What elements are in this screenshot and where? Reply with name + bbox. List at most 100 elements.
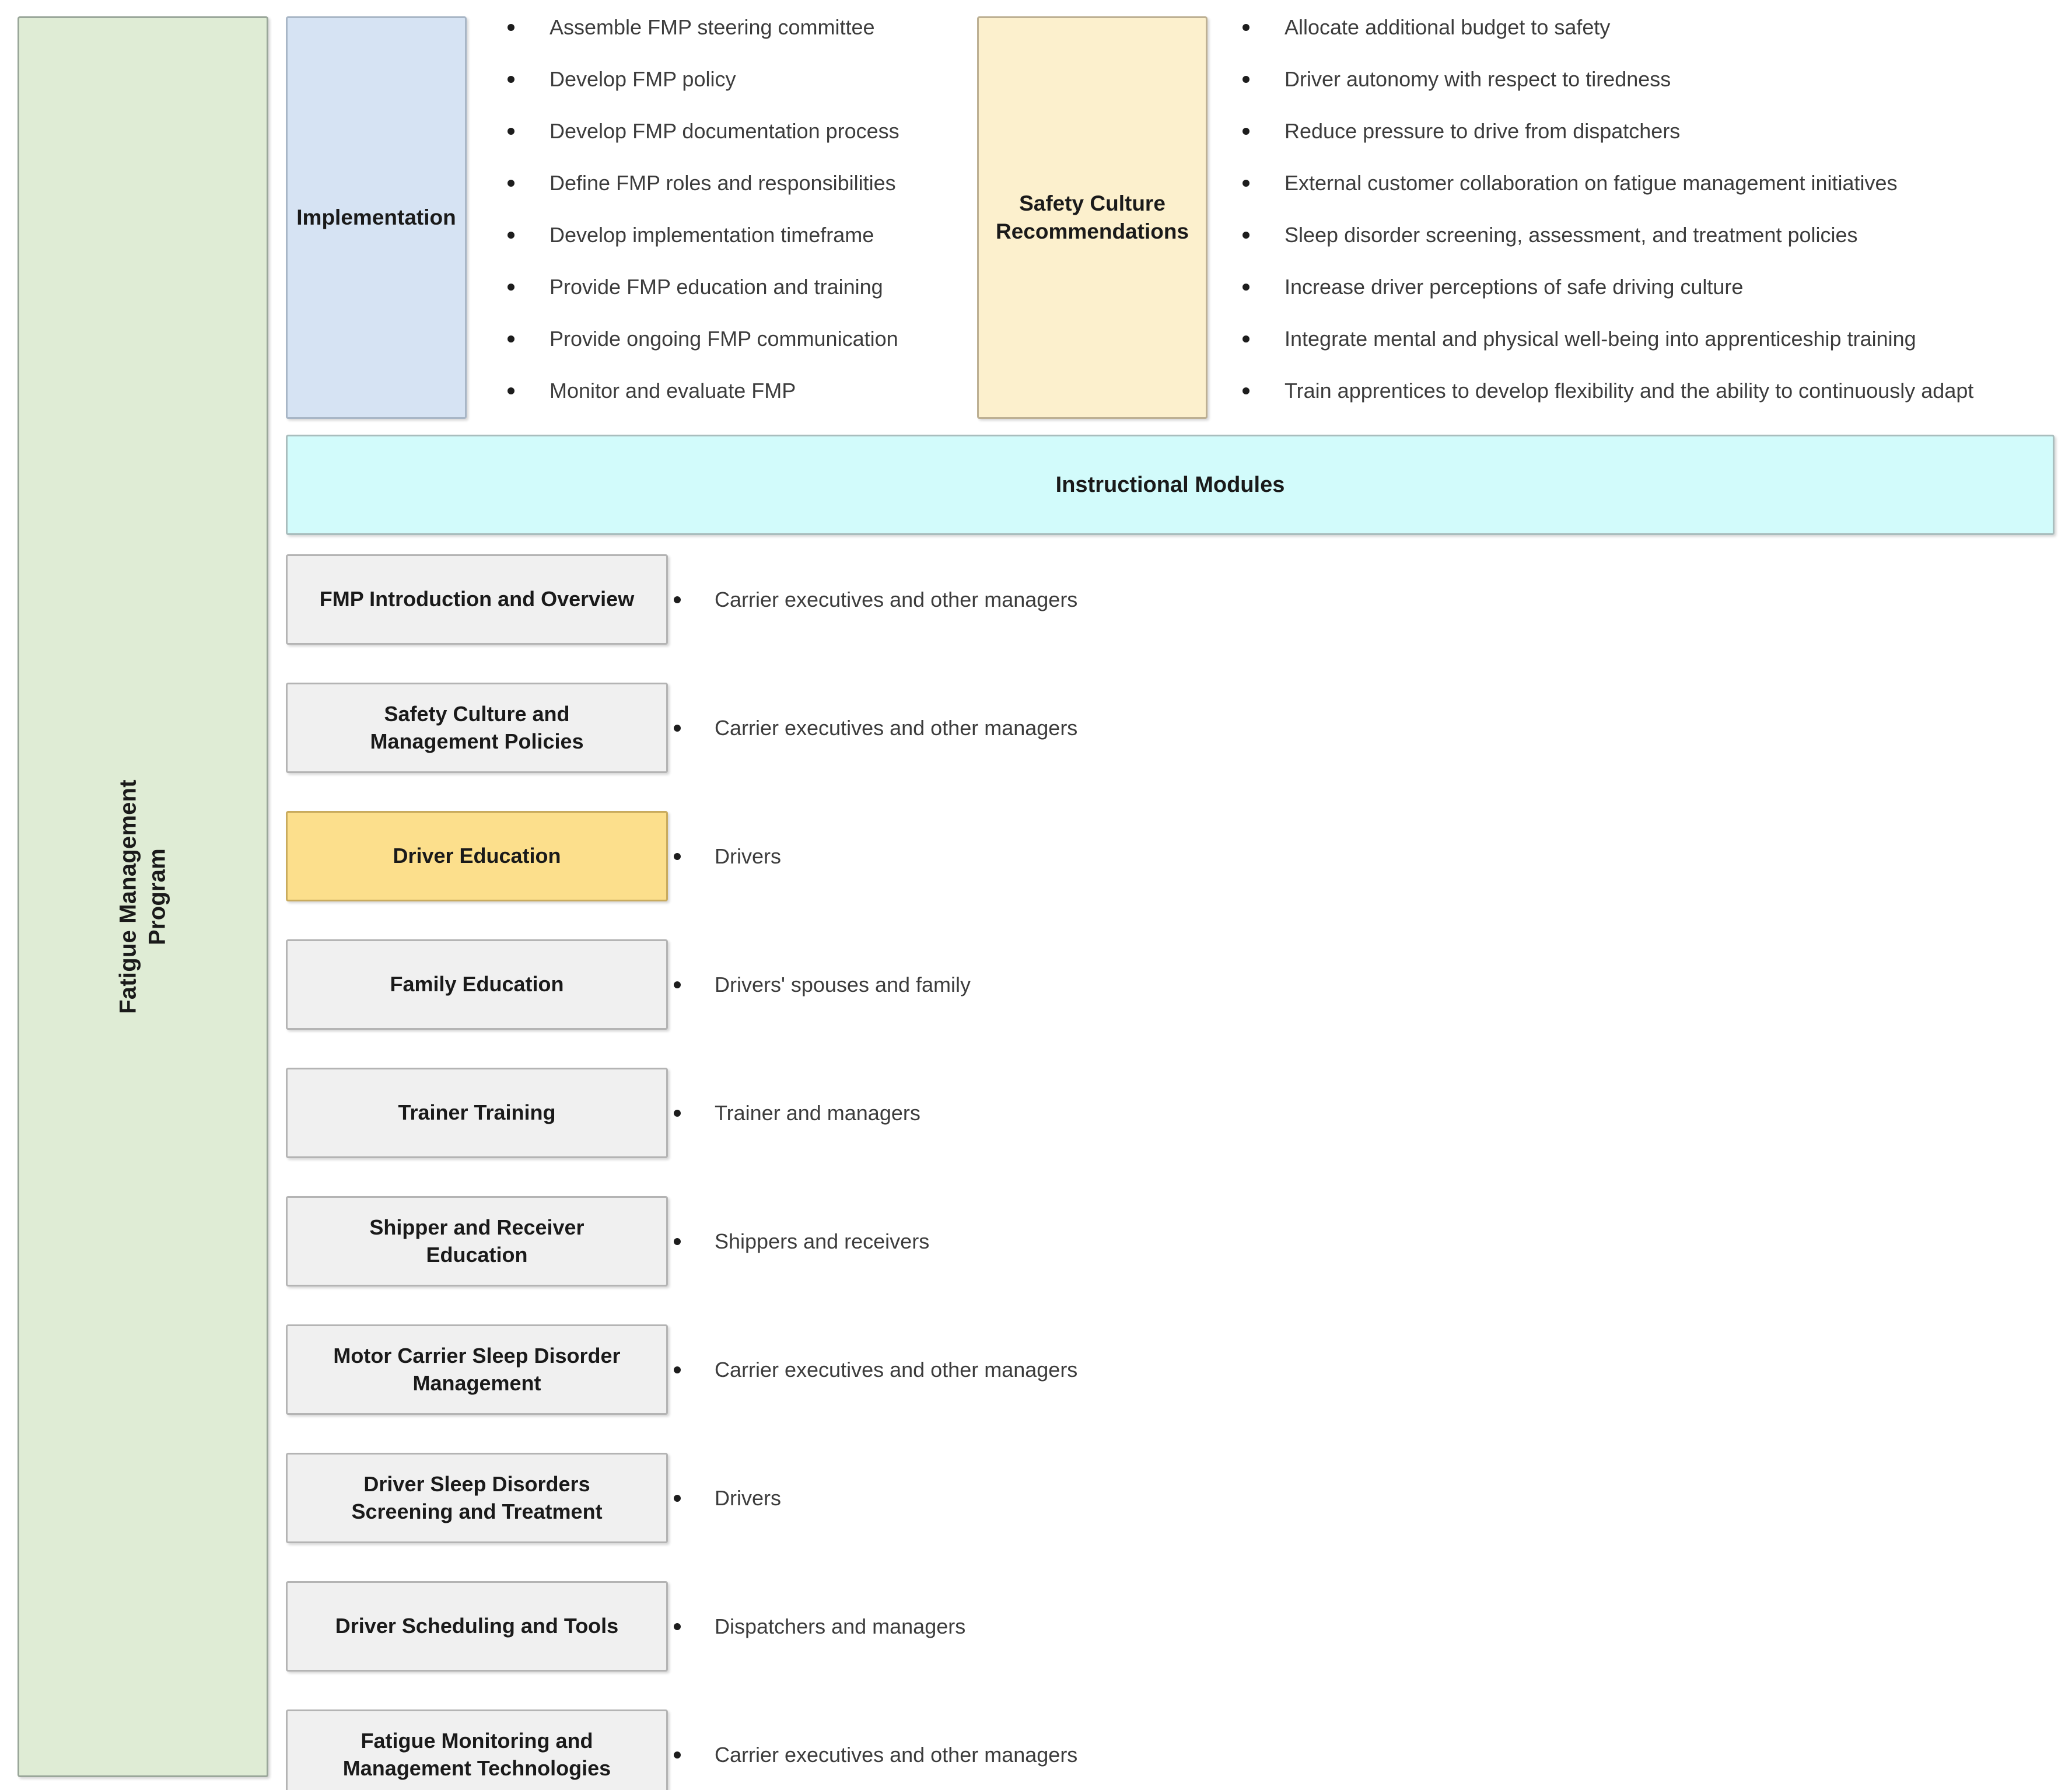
module-name-label: Family Education xyxy=(390,972,564,997)
implementation-bullet-item: Develop implementation timeframe xyxy=(508,209,900,261)
bullet-dot-icon xyxy=(508,231,514,239)
safety-culture-bullet-item-label: Reduce pressure to drive from dispatcher… xyxy=(1284,119,1681,143)
program-band: Fatigue Management Program xyxy=(18,16,268,1777)
module-box[interactable]: Family Education xyxy=(286,939,668,1030)
module-box[interactable]: Trainer Training xyxy=(286,1068,668,1158)
implementation-bullet-item: Assemble FMP steering committee xyxy=(508,1,900,53)
module-row: Driver Education Drivers xyxy=(0,811,2072,901)
implementation-bullet-item-label: Define FMP roles and responsibilities xyxy=(550,171,896,195)
bullet-dot-icon xyxy=(1242,23,1250,31)
bullet-dot-icon xyxy=(508,179,514,187)
module-box[interactable]: FMP Introduction and Overview xyxy=(286,554,668,645)
module-box[interactable]: Driver Scheduling and Tools xyxy=(286,1581,668,1672)
bullet-dot-icon xyxy=(674,852,681,860)
module-audience: Carrier executives and other managers xyxy=(674,683,1077,773)
module-audience-label: Drivers xyxy=(715,844,781,868)
implementation-bullet-item-label: Monitor and evaluate FMP xyxy=(550,379,796,403)
module-row: Fatigue Monitoring and Management Techno… xyxy=(0,1709,2072,1790)
bullet-dot-icon xyxy=(1242,127,1250,135)
implementation-bullet-item-label: Develop implementation timeframe xyxy=(550,223,874,247)
module-audience: Drivers xyxy=(674,811,781,901)
module-name-label: Fatigue Monitoring and Management Techno… xyxy=(342,1729,611,1780)
module-audience-label: Carrier executives and other managers xyxy=(715,1357,1078,1382)
module-row: Family Education Drivers' spouses and fam… xyxy=(0,939,2072,1030)
safety-culture-bullet-item-label: Train apprentices to develop flexibility… xyxy=(1284,379,1974,403)
safety-culture-box: Safety Culture Recommendations xyxy=(977,16,1208,419)
module-row: Driver Scheduling and Tools Dispatchers a… xyxy=(0,1581,2072,1672)
module-row: Safety Culture and Management Policies Ca… xyxy=(0,683,2072,773)
module-name-label: Safety Culture and Management Policies xyxy=(370,702,584,753)
safety-culture-bullet-item: External customer collaboration on fatig… xyxy=(1242,157,1973,209)
safety-culture-bullet-item-label: External customer collaboration on fatig… xyxy=(1284,171,1898,195)
module-name-label: Driver Sleep Disorders Screening and Tre… xyxy=(351,1472,603,1523)
bullet-dot-icon xyxy=(508,283,514,291)
implementation-bullet-item-label: Develop FMP documentation process xyxy=(550,119,900,143)
module-row: Motor Carrier Sleep Disorder Management C… xyxy=(0,1324,2072,1415)
bullet-dot-icon xyxy=(508,335,514,342)
module-audience: Carrier executives and other managers xyxy=(674,554,1077,645)
bullet-dot-icon xyxy=(674,1623,681,1630)
bullet-dot-icon xyxy=(508,127,514,135)
safety-culture-bullet-item: Sleep disorder screening, assessment, an… xyxy=(1242,209,1973,261)
implementation-bullet-item-label: Develop FMP policy xyxy=(550,67,736,91)
bullet-dot-icon xyxy=(674,1366,681,1373)
module-audience-label: Drivers xyxy=(715,1485,781,1510)
safety-culture-bullet-item: Allocate additional budget to safety xyxy=(1242,1,1973,53)
implementation-title: Implementation xyxy=(296,205,456,229)
safety-culture-bullet-item: Integrate mental and physical well-being… xyxy=(1242,313,1973,365)
instructional-modules-banner: Instructional Modules xyxy=(286,435,2054,535)
implementation-bullet-item: Develop FMP documentation process xyxy=(508,105,900,157)
module-audience-label: Carrier executives and other managers xyxy=(715,587,1078,611)
bullet-dot-icon xyxy=(1242,335,1250,342)
bullet-dot-icon xyxy=(674,1751,681,1758)
bullet-dot-icon xyxy=(508,387,514,394)
module-box[interactable]: Shipper and Receiver Education xyxy=(286,1196,668,1286)
module-box[interactable]: Driver Education xyxy=(286,811,668,901)
module-audience: Drivers xyxy=(674,1453,781,1543)
module-name-label: Motor Carrier Sleep Disorder Management xyxy=(333,1344,621,1395)
module-audience: Carrier executives and other managers xyxy=(674,1324,1077,1415)
bullet-dot-icon xyxy=(674,1237,681,1245)
bullet-dot-icon xyxy=(508,75,514,83)
implementation-bullet-item: Define FMP roles and responsibilities xyxy=(508,157,900,209)
implementation-bullet-item: Provide FMP education and training xyxy=(508,261,900,313)
safety-culture-bullet-item: Train apprentices to develop flexibility… xyxy=(1242,365,1973,417)
bullet-dot-icon xyxy=(674,981,681,988)
safety-culture-bullet-item: Driver autonomy with respect to tirednes… xyxy=(1242,53,1973,105)
safety-culture-bullet-item-label: Driver autonomy with respect to tirednes… xyxy=(1284,67,1671,91)
module-audience: Shippers and receivers xyxy=(674,1196,929,1286)
safety-culture-bullet-item-label: Sleep disorder screening, assessment, an… xyxy=(1284,223,1858,247)
module-audience-label: Shippers and receivers xyxy=(715,1229,930,1253)
module-audience: Carrier executives and other managers xyxy=(674,1709,1077,1790)
bullet-dot-icon xyxy=(674,596,681,603)
module-row: Shipper and Receiver Education Shippers a… xyxy=(0,1196,2072,1286)
bullet-dot-icon xyxy=(1242,231,1250,239)
safety-culture-bullet-item-label: Integrate mental and physical well-being… xyxy=(1284,327,1916,351)
implementation-bullet-item: Monitor and evaluate FMP xyxy=(508,365,900,417)
bullet-dot-icon xyxy=(674,1109,681,1117)
bullet-dot-icon xyxy=(508,23,514,31)
module-row: Trainer Training Trainer and managers xyxy=(0,1068,2072,1158)
module-box[interactable]: Motor Carrier Sleep Disorder Management xyxy=(286,1324,668,1415)
bullet-dot-icon xyxy=(1242,179,1250,187)
module-box[interactable]: Safety Culture and Management Policies xyxy=(286,683,668,773)
module-name-label: Trainer Training xyxy=(398,1100,556,1125)
bullet-dot-icon xyxy=(1242,75,1250,83)
module-audience: Trainer and managers xyxy=(674,1068,921,1158)
safety-culture-bullet-item-label: Allocate additional budget to safety xyxy=(1284,15,1611,39)
module-audience: Drivers' spouses and family xyxy=(674,939,971,1030)
module-audience-label: Dispatchers and managers xyxy=(715,1614,966,1638)
safety-culture-bullet-item-label: Increase driver perceptions of safe driv… xyxy=(1284,275,1744,299)
safety-culture-title: Safety Culture Recommendations xyxy=(995,191,1189,243)
module-audience-label: Carrier executives and other managers xyxy=(715,1742,1078,1767)
bullet-dot-icon xyxy=(674,724,681,732)
instructional-modules-banner-label: Instructional Modules xyxy=(1055,472,1285,497)
implementation-bullet-item: Provide ongoing FMP communication xyxy=(508,313,900,365)
implementation-box: Implementation xyxy=(286,16,467,419)
module-box[interactable]: Driver Sleep Disorders Screening and Tre… xyxy=(286,1453,668,1543)
implementation-bullet-item-label: Provide FMP education and training xyxy=(550,275,883,299)
bullet-dot-icon xyxy=(1242,387,1250,394)
module-box[interactable]: Fatigue Monitoring and Management Techno… xyxy=(286,1709,668,1790)
